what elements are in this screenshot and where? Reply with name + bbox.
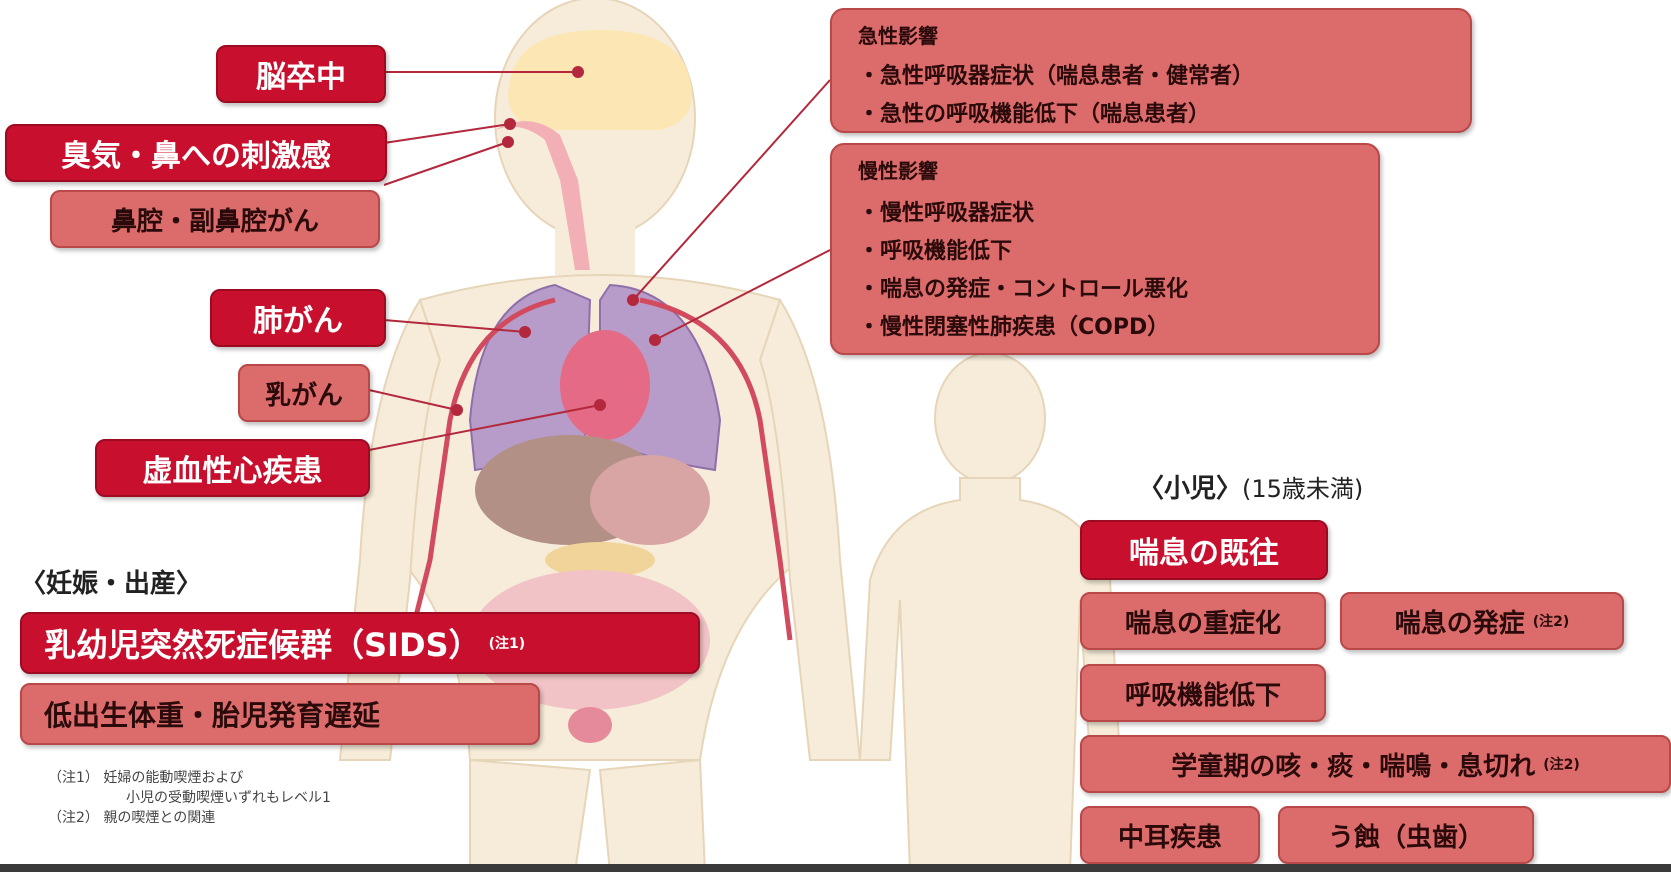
- child-age-range: (15歳未満): [1242, 475, 1363, 503]
- label-low-birth-weight: 低出生体重・胎児発育遅延: [20, 683, 540, 745]
- footnotes: （注1） 妊婦の能動喫煙および 小児の受動喫煙いずれもレベル1 （注2） 親の喫…: [48, 768, 331, 828]
- label-odor-irritation: 臭気・鼻への刺激感: [5, 124, 387, 182]
- footnote-1-line1: （注1） 妊婦の能動喫煙および: [48, 768, 331, 788]
- label-otitis-media: 中耳疾患: [1080, 806, 1260, 864]
- label-asthma-history: 喘息の既往: [1080, 520, 1328, 580]
- chronic-effects-title: 慢性影響: [858, 155, 938, 184]
- chronic-effect-item: ・慢性呼吸器症状: [858, 195, 1034, 227]
- chronic-effect-item: ・呼吸機能低下: [858, 233, 1012, 265]
- sids-text: 乳幼児突然死症候群（SIDS）: [44, 620, 481, 666]
- label-dental-caries: う蝕（虫歯）: [1278, 806, 1534, 864]
- label-ischemic-heart-disease: 虚血性心疾患: [95, 439, 370, 497]
- chronic-effects-box: 慢性影響 ・慢性呼吸器症状 ・呼吸機能低下 ・喘息の発症・コントロール悪化 ・慢…: [830, 143, 1380, 355]
- heart-shape: [560, 330, 650, 440]
- label-asthma-severity: 喘息の重症化: [1080, 592, 1326, 650]
- chronic-effect-item: ・慢性閉塞性肺疾患（COPD）: [858, 309, 1169, 341]
- school-age-symptoms-text: 学童期の咳・痰・喘鳴・息切れ: [1171, 746, 1535, 783]
- asthma-onset-text: 喘息の発症: [1395, 603, 1525, 640]
- asthma-onset-note-ref: (注2): [1533, 611, 1570, 631]
- sids-note-ref: (注1): [489, 633, 526, 653]
- footnote-2: （注2） 親の喫煙との関連: [48, 808, 331, 828]
- pregnancy-section-title: 〈妊娠・出産〉: [20, 563, 202, 600]
- label-nasal-cancer: 鼻腔・副鼻腔がん: [50, 190, 380, 248]
- acute-effects-title: 急性影響: [858, 20, 938, 49]
- stomach-shape: [590, 455, 710, 545]
- acute-effects-box: 急性影響 ・急性呼吸器症状（喘息患者・健常者） ・急性の呼吸機能低下（喘息患者）: [830, 8, 1472, 133]
- brain-shape: [508, 30, 692, 130]
- child-section-label: 〈小児〉: [1138, 474, 1242, 504]
- label-breast-cancer: 乳がん: [238, 364, 370, 422]
- label-lung-cancer: 肺がん: [210, 289, 386, 347]
- label-child-lung-function: 呼吸機能低下: [1080, 664, 1326, 722]
- footnote-1-line2: 小児の受動喫煙いずれもレベル1: [48, 788, 331, 808]
- label-school-age-symptoms: 学童期の咳・痰・喘鳴・息切れ (注2): [1080, 735, 1671, 793]
- acute-effect-item: ・急性の呼吸機能低下（喘息患者）: [858, 96, 1210, 128]
- school-age-note-ref: (注2): [1543, 754, 1580, 774]
- label-asthma-onset: 喘息の発症 (注2): [1340, 592, 1624, 650]
- bladder-shape: [568, 707, 612, 743]
- label-stroke: 脳卒中: [216, 45, 386, 103]
- acute-effect-item: ・急性呼吸器症状（喘息患者・健常者）: [858, 58, 1254, 90]
- label-sids: 乳幼児突然死症候群（SIDS） (注1): [20, 612, 700, 674]
- chronic-effect-item: ・喘息の発症・コントロール悪化: [858, 271, 1188, 303]
- bottom-border: [0, 864, 1671, 872]
- child-section-title: 〈小児〉(15歳未満): [1138, 468, 1363, 505]
